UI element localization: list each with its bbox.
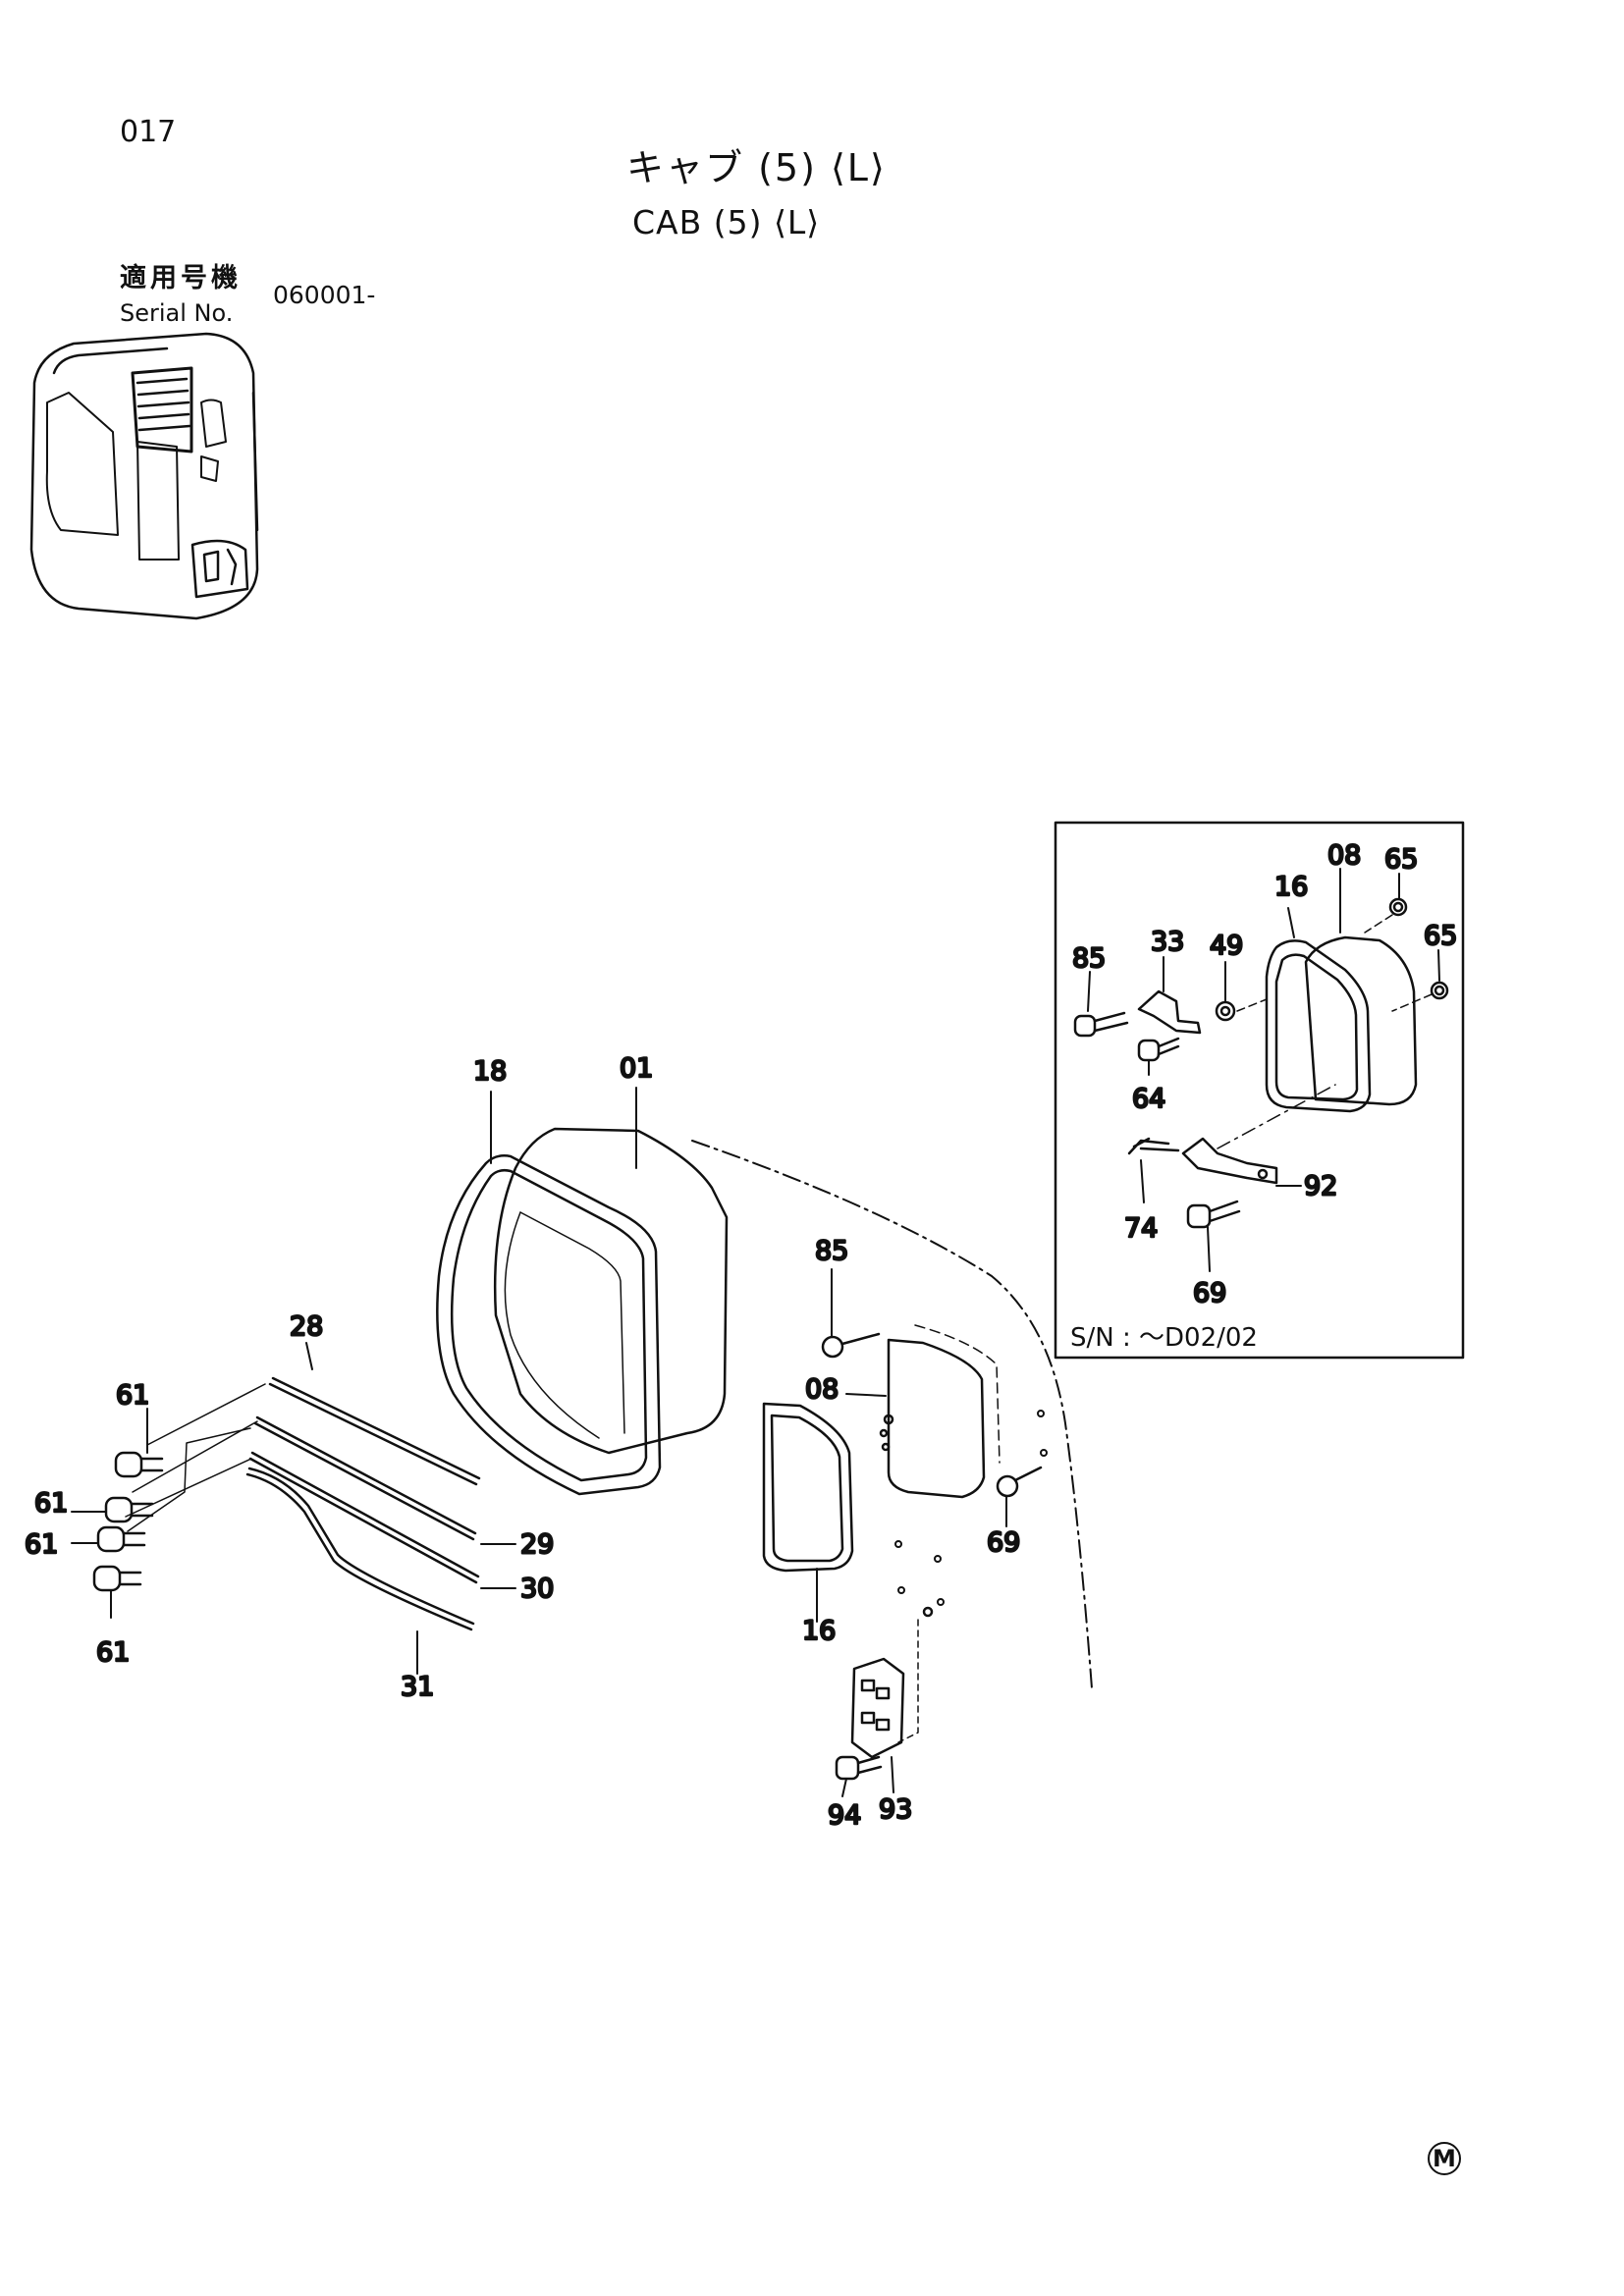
callout-29: 29 xyxy=(520,1529,554,1560)
callout-31: 31 xyxy=(401,1672,434,1702)
inset-callout-64: 64 xyxy=(1132,1084,1165,1114)
inset-callout-92: 92 xyxy=(1304,1171,1337,1201)
window-seal-16 xyxy=(762,1402,854,1573)
callout-69: 69 xyxy=(987,1527,1020,1558)
inset-callout-33: 33 xyxy=(1151,927,1184,957)
bolt-94 xyxy=(835,1755,883,1781)
inset-callout-16: 16 xyxy=(1274,872,1308,902)
inset-serial-note: S/N : ～D02/02 xyxy=(1070,1323,1258,1353)
inset-callout-65: 65 xyxy=(1424,921,1457,951)
inset-callout-69: 69 xyxy=(1193,1278,1226,1308)
inset-callout-85: 85 xyxy=(1072,943,1106,974)
callout-94: 94 xyxy=(828,1800,861,1831)
inset-callout-08: 08 xyxy=(1327,840,1361,871)
callout-61: 61 xyxy=(34,1488,68,1519)
callout-61: 61 xyxy=(96,1637,130,1668)
inset-leader-lines xyxy=(1087,868,1440,1272)
small-window-08 xyxy=(879,1324,1001,1499)
callout-30: 30 xyxy=(520,1574,554,1604)
callout-16: 16 xyxy=(802,1616,836,1646)
inset-callout-74: 74 xyxy=(1124,1213,1158,1244)
callout-61: 61 xyxy=(116,1380,149,1411)
m-mark-symbol: M xyxy=(1428,2142,1461,2175)
callout-08: 08 xyxy=(805,1374,839,1405)
body-holes xyxy=(894,1410,1048,1606)
weatherstrip-18 xyxy=(436,1154,662,1496)
inset-callout-49: 49 xyxy=(1210,931,1243,961)
callout-93: 93 xyxy=(879,1794,912,1825)
inset-callout-65: 65 xyxy=(1384,844,1418,875)
serial-label-jp: 適用号機 xyxy=(120,263,242,294)
pin-69 xyxy=(996,1466,1043,1498)
stay-rods xyxy=(125,1376,481,1631)
window-glass-01 xyxy=(493,1127,729,1455)
callout-28: 28 xyxy=(290,1311,323,1342)
bolts-61 xyxy=(92,1451,164,1592)
page-title-jp: キャブ (5) ⟨L⟩ xyxy=(626,146,887,189)
inset-detail xyxy=(1054,821,1465,1360)
callout-01: 01 xyxy=(620,1053,653,1084)
cab-thumbnail xyxy=(29,332,259,620)
callout-61: 61 xyxy=(25,1529,58,1560)
callout-18: 18 xyxy=(473,1056,507,1087)
serial-value: 060001- xyxy=(273,281,376,309)
cab-body-outline xyxy=(691,1140,1093,1689)
callout-85: 85 xyxy=(815,1236,848,1266)
leader-lines xyxy=(71,1087,1007,1797)
page-number: 017 xyxy=(120,115,177,149)
bracket-93 xyxy=(850,1606,934,1759)
page-title-en: CAB (5) ⟨L⟩ xyxy=(632,203,821,241)
serial-label-en: Serial No. xyxy=(120,299,234,327)
